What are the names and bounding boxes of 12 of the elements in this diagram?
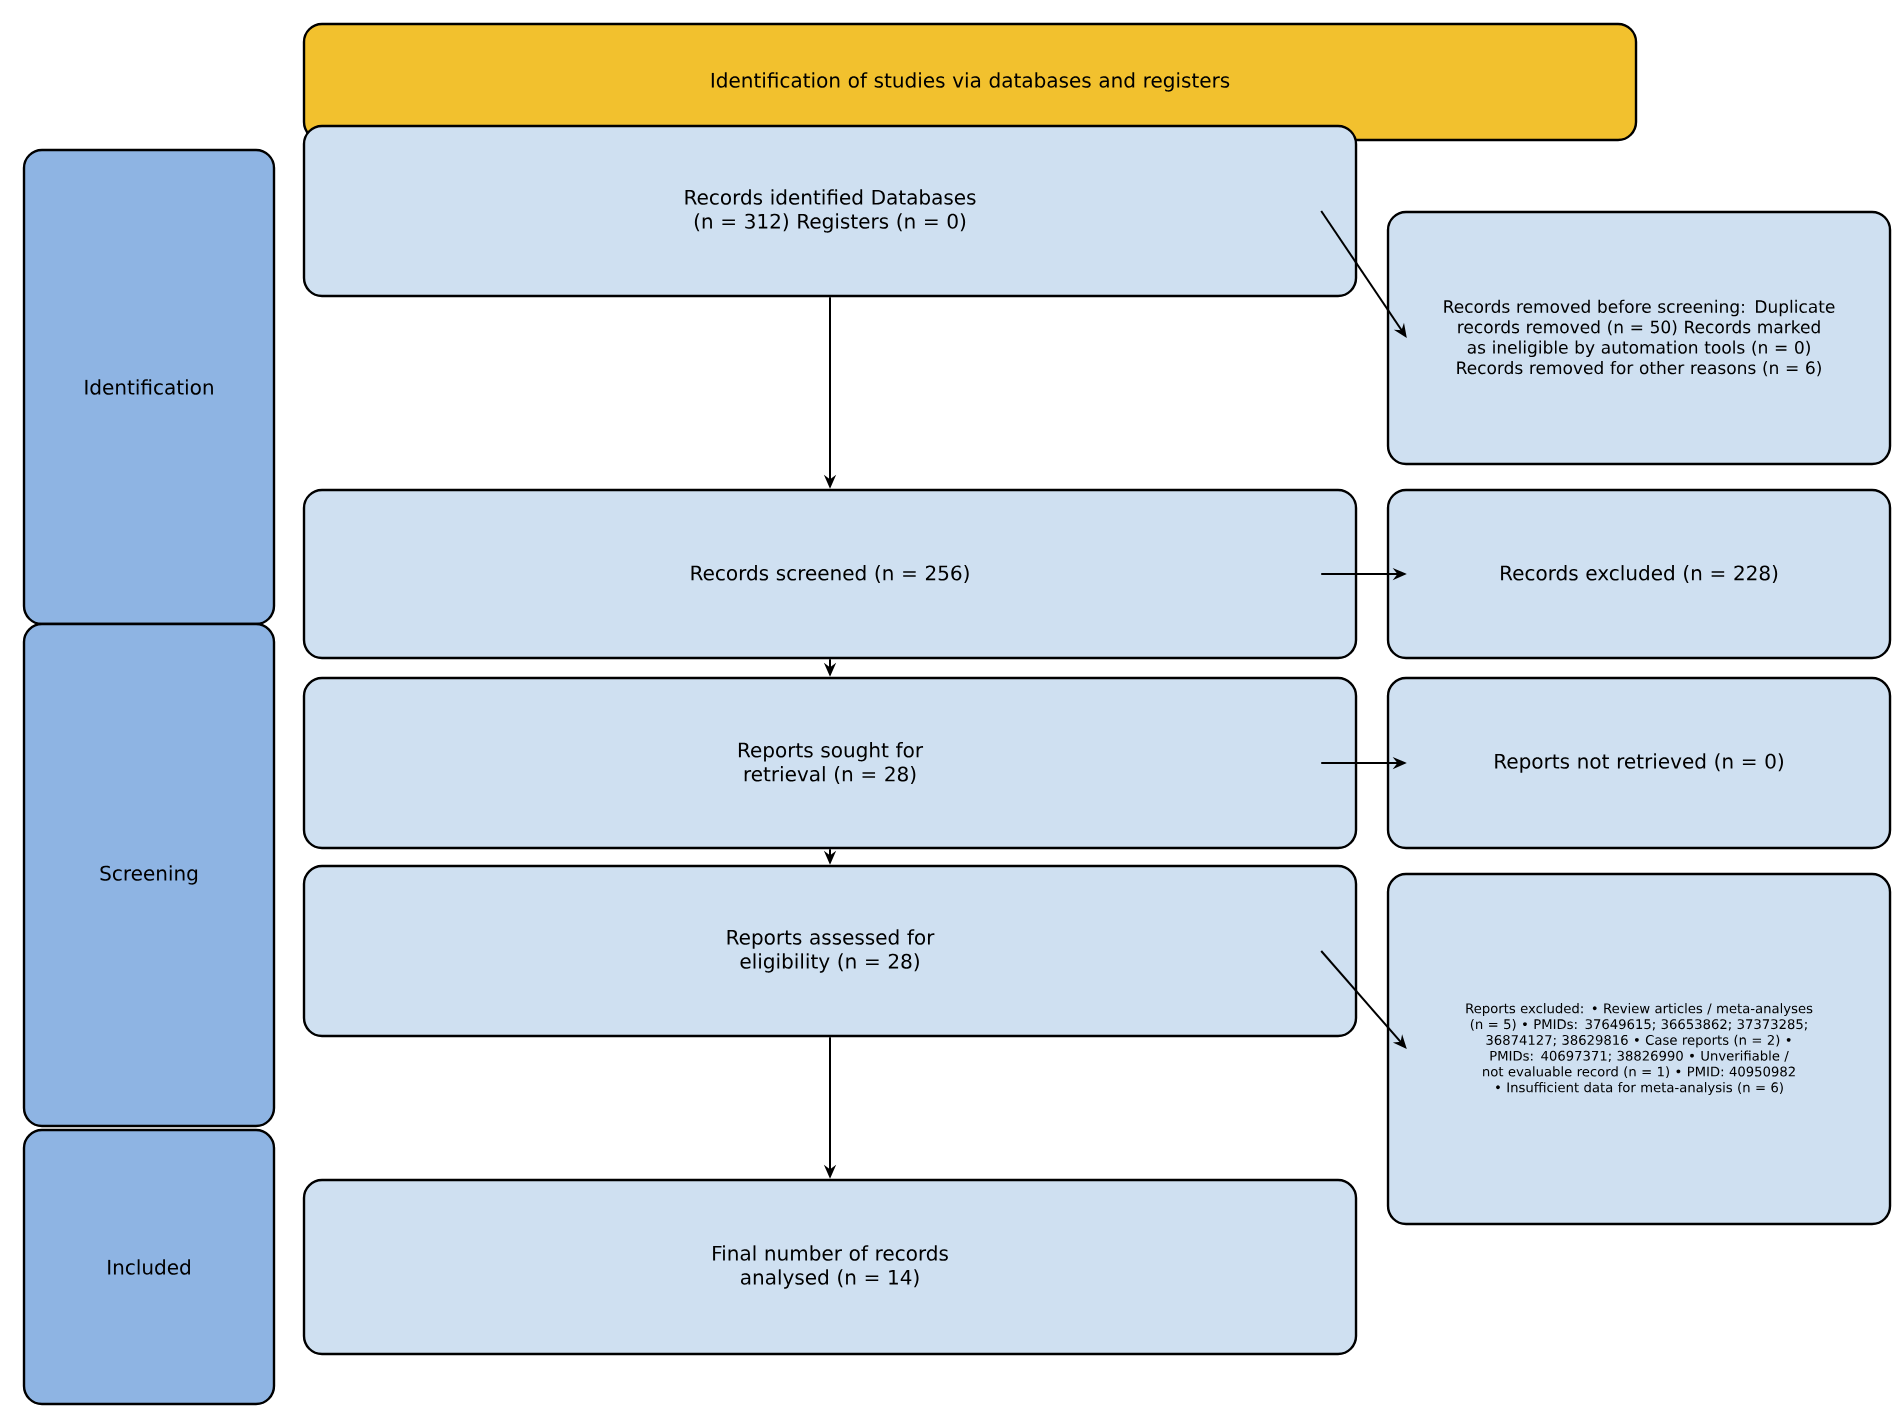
stage-box: Identification <box>22 148 276 626</box>
process-box: Records screened (n = 256) <box>302 488 1358 660</box>
process-box: Reports assessed for eligibility (n = 28) <box>302 864 1358 1038</box>
section-header: Identification of studies via databases and registers <box>302 22 1638 142</box>
process-box: Reports sought for retrieval (n = 28) <box>302 676 1358 850</box>
process-box: Final number of records analysed (n = 14) <box>302 1178 1358 1356</box>
process-box: Records removed before screening: Duplicate records removed (n = 50) Records marked as ineligible by automation tools (n = 0) Records removed for other reasons (n = 6) <box>1386 210 1892 466</box>
process-box: Records excluded (n = 228) <box>1386 488 1892 660</box>
stage-box: Included <box>22 1128 276 1406</box>
process-box: Reports not retrieved (n = 0) <box>1386 676 1892 850</box>
process-box: Records identified Databases (n = 312) Registers (n = 0) <box>302 124 1358 298</box>
stage-box: Screening <box>22 622 276 1128</box>
